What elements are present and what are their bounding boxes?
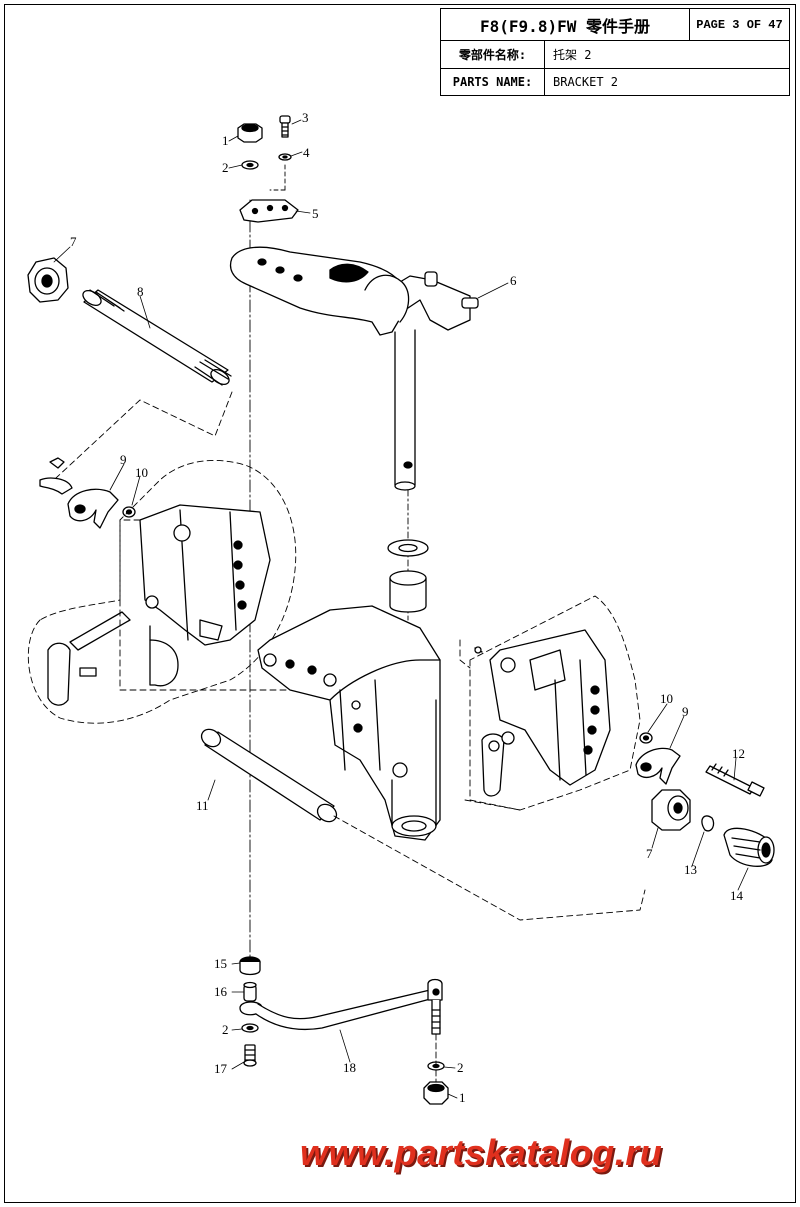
callout-label: 2 [222,1022,229,1037]
nut-15 [239,956,261,976]
callout-label: 4 [303,145,310,160]
plate-5 [239,199,299,223]
nut-1-lower [423,1081,449,1105]
parts-name-value: BRACKET 2 [553,75,619,89]
washer-4 [278,153,292,161]
page-number: PAGE 3 OF 47 [689,9,789,40]
callout-label: 6 [510,273,517,288]
callout-numbers: 1 2 3 4 5 6 7 8 9 10 9 10 11 12 7 13 14 … [70,110,745,1105]
washer-10-left [122,506,136,518]
watermark: www.partskatalog.ru [300,1132,663,1173]
callout-label: 2 [222,160,229,175]
callout-label: 2 [457,1060,464,1075]
callout-label: 5 [312,206,319,221]
callout-label: 1 [459,1090,466,1105]
callout-label: 18 [343,1060,356,1075]
callout-label: 9 [120,452,127,467]
tilt-tube-11 [200,728,338,823]
callout-label: 7 [646,846,653,861]
callout-label: 13 [684,862,697,877]
nut-7-right [651,789,691,831]
callout-label: 7 [70,234,77,249]
callout-label: 1 [222,133,229,148]
washer-2-top [241,160,259,170]
nut-1-top [237,123,263,143]
left-clamp-outline [27,459,297,724]
collar-16 [243,981,257,1002]
washer-2-lower-left [241,1023,259,1033]
drawing-frame [4,4,796,1203]
callout-label: 11 [196,798,209,813]
bushing-14 [723,827,775,867]
leader-lines [53,119,749,1099]
title-row: F8(F9.8)FW 零件手册 PAGE 3 OF 47 [441,9,789,41]
bolt-17 [243,1044,257,1067]
part-name-cn-value: 托架 2 [553,48,592,62]
callout-label: 8 [137,284,144,299]
left-clamp-bracket [47,504,271,706]
title-block: F8(F9.8)FW 零件手册 PAGE 3 OF 47 零部件名称: 托架 2… [440,8,790,96]
callout-label: 14 [730,888,744,903]
nut-7-left [27,257,69,303]
tilt-shaft-8 [82,289,232,386]
right-clamp-outline [469,595,641,811]
swivel-housing [257,605,441,841]
parts-name-label: PARTS NAME: [441,69,545,95]
screw-3 [279,115,291,138]
part-name-cn-row: 零部件名称: 托架 2 [441,41,789,69]
model-title: F8(F9.8)FW 零件手册 [480,16,650,36]
lock-plate-9-left [67,488,119,529]
bolt-12 [705,763,765,797]
callout-label: 15 [214,956,227,971]
callout-label: 16 [214,984,228,999]
callout-label: 10 [135,465,148,480]
small-bolt-left [39,457,73,495]
right-clamp-bracket [481,629,611,797]
swivel-bushing [389,570,427,613]
callout-label: 9 [682,704,689,719]
swivel-washer [387,539,429,557]
lock-plate-9-right [635,747,681,785]
swivel-bracket-6 [229,246,479,491]
callout-label: 3 [302,110,309,125]
callout-label: 17 [214,1061,228,1076]
parts-name-row: PARTS NAME: BRACKET 2 [441,69,789,95]
part-name-cn-label: 零部件名称: [441,41,545,68]
snap-ring-13 [701,815,715,832]
washer-10-right [639,732,653,744]
callout-label: 10 [660,691,673,706]
callout-label: 12 [732,746,745,761]
link-rod-18 [239,978,443,1035]
